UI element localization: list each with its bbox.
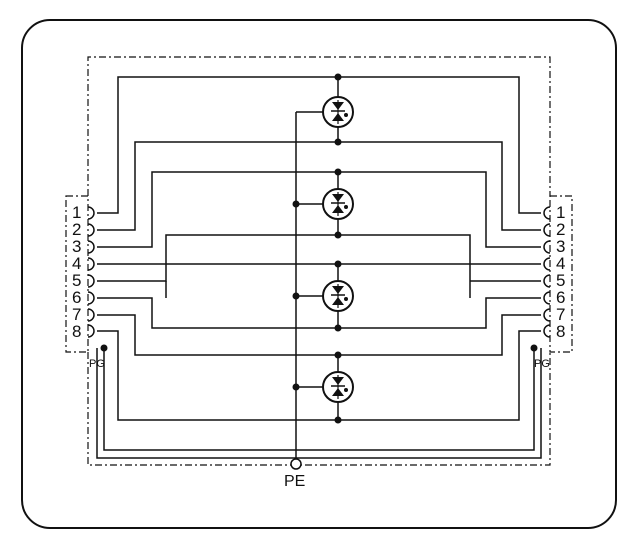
right-socket-3	[543, 240, 551, 254]
right-pin-7-label: 7	[556, 305, 565, 324]
left-pin-3-label: 3	[72, 237, 81, 256]
left-socket-1	[87, 206, 95, 220]
right-pin-6-label: 6	[556, 288, 565, 307]
wire-pg-outer	[96, 348, 542, 459]
pe-terminal	[290, 458, 302, 470]
left-socket-5	[87, 274, 95, 288]
right-pg-label: PG	[534, 358, 550, 370]
left-socket-4	[87, 257, 95, 271]
left-pin-8-label: 8	[72, 322, 81, 341]
right-socket-8	[543, 324, 551, 338]
wire-pin-7	[97, 314, 541, 356]
wire-pin-8	[97, 330, 541, 421]
left-socket-3	[87, 240, 95, 254]
left-pin-2-label: 2	[72, 220, 81, 239]
left-connector-pin-labels: 1 2 3 4 5 6 7 8	[72, 203, 81, 341]
left-socket-6	[87, 291, 95, 305]
tvs-element-3	[318, 264, 354, 328]
earth-bus	[295, 111, 318, 458]
right-socket-1	[543, 206, 551, 220]
right-socket-5	[543, 274, 551, 288]
right-socket-4	[543, 257, 551, 271]
signal-wiring	[96, 76, 542, 459]
right-pin-2-label: 2	[556, 220, 565, 239]
right-socket-2	[543, 223, 551, 237]
left-socket-8	[87, 324, 95, 338]
right-connector-sockets	[543, 206, 551, 338]
left-pin-4-label: 4	[72, 254, 81, 273]
right-connector-pin-labels: 1 2 3 4 5 6 7 8	[556, 203, 565, 341]
left-connector-sockets	[87, 206, 95, 338]
right-pin-5-label: 5	[556, 271, 565, 290]
tvs-element-2	[318, 172, 354, 235]
left-connector-housing	[65, 195, 89, 353]
right-pin-8-label: 8	[556, 322, 565, 341]
tvs-element-4	[318, 355, 354, 420]
right-pin-4-label: 4	[556, 254, 565, 273]
left-pin-7-label: 7	[72, 305, 81, 324]
wire-pin-6	[97, 297, 541, 329]
wire-pin-3	[97, 171, 541, 248]
left-pin-5-label: 5	[72, 271, 81, 290]
left-pin-1-label: 1	[72, 203, 81, 222]
wire-pg-left	[103, 348, 535, 451]
right-pin-3-label: 3	[556, 237, 565, 256]
device-housing	[21, 19, 617, 529]
right-connector-housing	[549, 195, 573, 353]
wire-pin-1	[97, 76, 541, 214]
left-socket-7	[87, 308, 95, 322]
wire-pin-2	[97, 141, 541, 231]
left-socket-2	[87, 223, 95, 237]
right-socket-6	[543, 291, 551, 305]
left-pin-6-label: 6	[72, 288, 81, 307]
shield-enclosure	[65, 56, 573, 466]
right-socket-7	[543, 308, 551, 322]
pe-label: PE	[284, 473, 305, 490]
junction-dots	[100, 73, 538, 424]
protection-elements	[318, 77, 354, 420]
wire-pin-5	[97, 234, 471, 298]
right-pin-1-label: 1	[556, 203, 565, 222]
tvs-element-1	[318, 77, 354, 142]
